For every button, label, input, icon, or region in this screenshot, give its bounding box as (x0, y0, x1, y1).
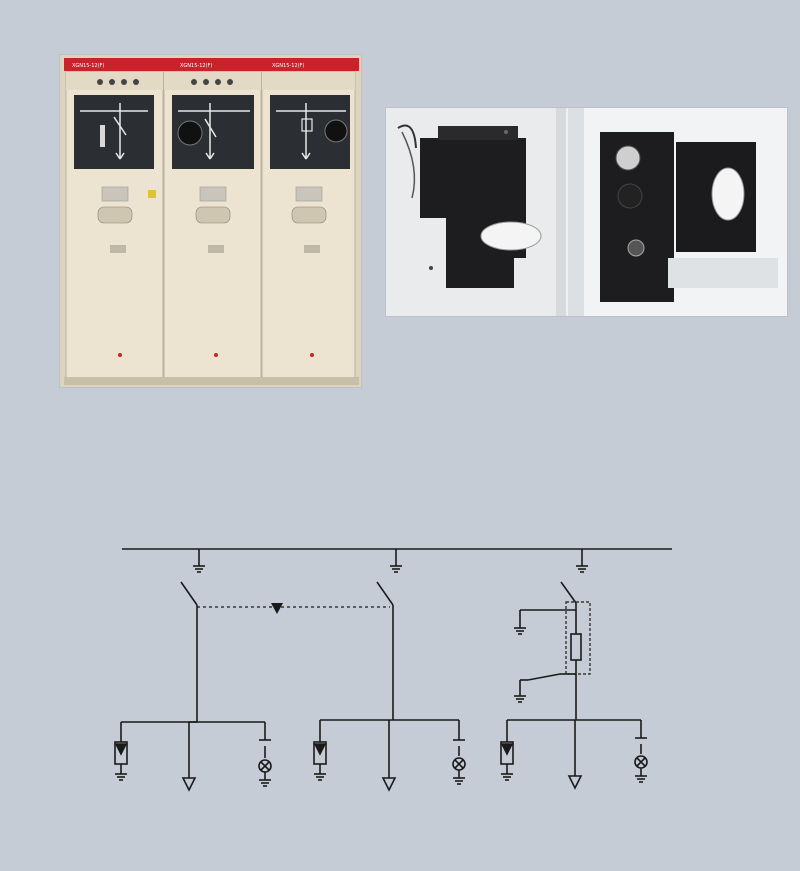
busbar-earth-icon (390, 565, 402, 573)
vent-grille (97, 206, 133, 224)
cabinet-label-3: XGN15-12(F) (272, 63, 304, 69)
indicator-row (262, 72, 355, 90)
arrester-earth-icon (501, 773, 513, 781)
interlock-arrow-icon (271, 603, 283, 614)
mechanism-left (386, 108, 566, 316)
mechanism-photo (386, 108, 787, 316)
cabinet-photo: XGN15-12(F) XGN15-12(F) XGN15-12(F) (60, 55, 361, 387)
nameplate (199, 186, 227, 202)
arrester-earth-icon (314, 773, 326, 781)
busbar-earth-icon (193, 565, 205, 573)
vent-grille (291, 206, 327, 224)
nameplate (295, 186, 323, 202)
load-break-switch (560, 581, 577, 604)
mechanism-right (568, 108, 787, 316)
vent-grille (195, 206, 231, 224)
load-break-switch (376, 581, 394, 606)
fuse-icon (570, 633, 582, 661)
indicator-row (164, 72, 261, 90)
cable-outgoing-icon (567, 775, 583, 790)
earth-icon (514, 627, 526, 635)
nameplate (101, 186, 129, 202)
lamp-earth-icon (635, 775, 647, 783)
mimic-panel (74, 95, 154, 169)
arrester-earth-icon (115, 773, 127, 781)
indicator-lamp-icon (258, 759, 272, 773)
earth-icon (514, 695, 526, 703)
lamp-earth-icon (259, 779, 271, 787)
cabinet-unit-1 (65, 71, 164, 381)
single-line-diagram (114, 548, 672, 792)
operating-handle-socket (324, 119, 348, 143)
position-indicator (480, 221, 542, 251)
cabinet-header-strip (64, 58, 359, 71)
operating-handle-socket (177, 120, 203, 146)
indicator-lamp-icon (634, 755, 648, 769)
position-indicator (711, 167, 745, 221)
cabinet-unit-3 (261, 71, 356, 381)
feeder-unit-3 (500, 549, 648, 790)
busbar-earth-icon (576, 565, 588, 573)
indicator-lamp-icon (452, 757, 466, 771)
cable-outgoing-icon (181, 777, 197, 792)
feeder-unit-2 (313, 549, 466, 792)
cabinet-label-1: XGN15-12(F) (72, 63, 104, 69)
fuse-interlock-frame (565, 601, 591, 675)
load-break-switch (180, 581, 198, 606)
feeder-unit-1 (114, 549, 272, 792)
cable-outgoing-icon (381, 777, 397, 792)
cabinet-base (64, 377, 359, 385)
lamp-earth-icon (453, 777, 465, 785)
cabinet-label-2: XGN15-12(F) (180, 63, 212, 69)
cabinet-unit-2 (163, 71, 262, 381)
